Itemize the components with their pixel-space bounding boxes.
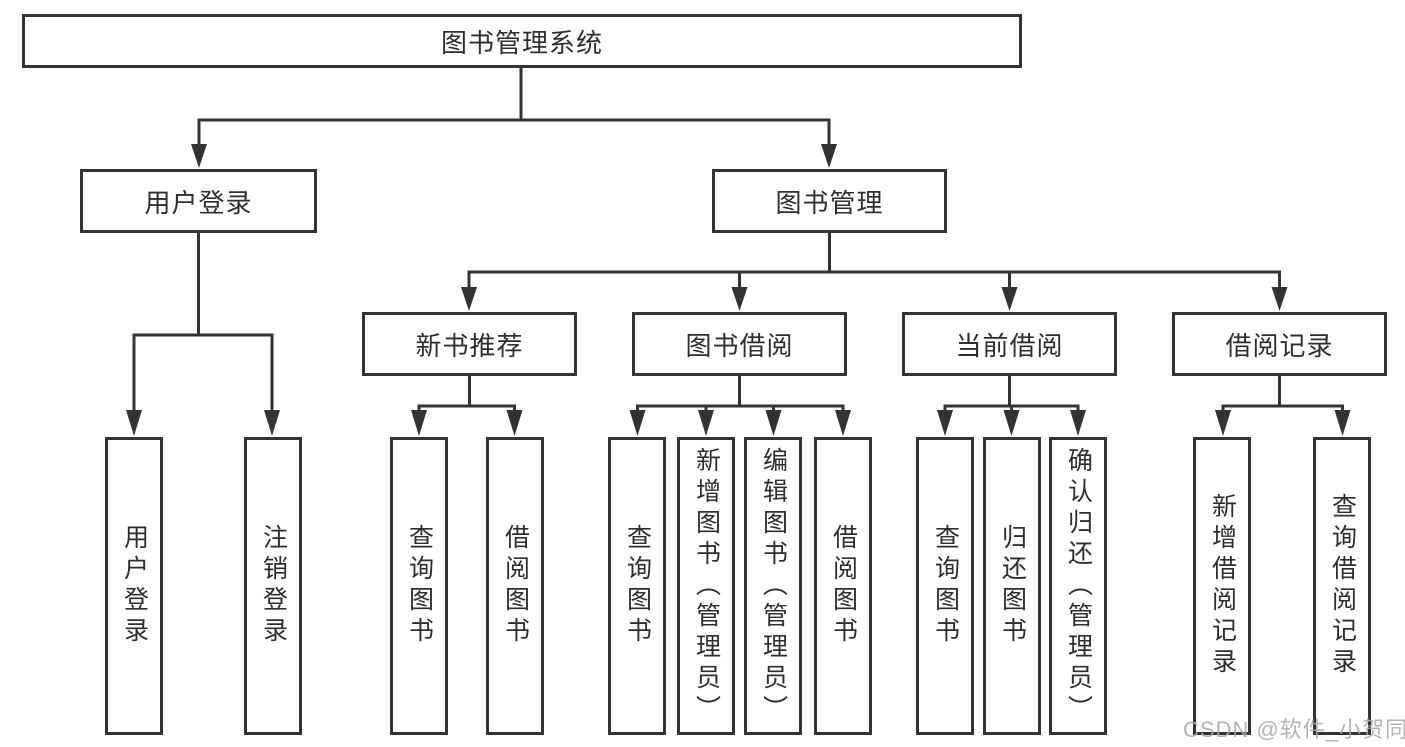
arrowhead: [461, 287, 477, 311]
node-book-management-module: 图书管理: [712, 169, 947, 233]
node-label: 图书管理: [775, 187, 884, 218]
arrowhead: [1271, 287, 1288, 311]
leaf-add-books-admin: 新增图书（管理员）: [677, 437, 735, 735]
leaf-logout: 注销登录: [244, 437, 302, 735]
leaf-borrow-books-recommend: 借阅图书: [486, 437, 544, 735]
node-current-borrowing: 当前借阅: [902, 312, 1117, 376]
node-label: 新书推荐: [415, 330, 524, 361]
connector-root-to-level2: [197, 68, 831, 146]
arrowhead: [1215, 410, 1231, 436]
node-label: 当前借阅: [955, 330, 1064, 361]
leaf-borrow-books: 借阅图书: [814, 437, 872, 735]
leaf-user-login: 用户登录: [105, 437, 163, 735]
csdn-watermark: CSDN @软件_小贺同学: [1183, 717, 1405, 742]
node-label: 查询借阅记录: [1328, 493, 1357, 679]
leaf-confirm-return-admin: 确认归还（管理员）: [1049, 437, 1107, 735]
leaf-edit-books-admin: 编辑图书（管理员）: [744, 437, 802, 735]
arrowhead: [629, 410, 646, 436]
node-label: 新增借阅记录: [1208, 493, 1237, 679]
node-label: 查询图书: [623, 524, 652, 648]
connector-book-management-children: [467, 233, 1281, 289]
arrowhead: [264, 410, 280, 436]
node-label: 图书借阅: [685, 330, 794, 361]
node-label: 用户登录: [120, 524, 149, 648]
arrowhead: [411, 410, 427, 436]
node-label: 借阅图书: [501, 524, 530, 648]
node-label: 新增图书（管理员）: [692, 446, 721, 726]
node-label: 归还图书: [998, 524, 1027, 648]
connector-book-borrow-children: [636, 376, 845, 412]
connector-new-book-children: [417, 376, 516, 412]
leaf-query-borrow-record: 查询借阅记录: [1313, 437, 1371, 735]
arrowhead: [821, 144, 837, 168]
arrowhead: [731, 287, 748, 311]
connector-current-borrow-children: [943, 376, 1080, 412]
connector-user-login-children: [132, 233, 274, 412]
node-label: 注销登录: [259, 524, 288, 648]
arrowhead: [1003, 410, 1020, 436]
leaf-return-books: 归还图书: [983, 437, 1041, 735]
arrowhead: [698, 410, 714, 436]
arrowhead: [765, 410, 782, 436]
node-borrowing-records: 借阅记录: [1172, 312, 1387, 376]
arrowhead: [126, 410, 142, 436]
arrowhead: [1334, 410, 1351, 436]
node-user-login-module: 用户登录: [80, 169, 317, 233]
arrowhead: [835, 410, 851, 436]
connector-borrow-records-children: [1221, 376, 1344, 412]
node-label: 查询图书: [405, 524, 434, 648]
leaf-query-books-current: 查询图书: [916, 437, 974, 735]
node-label: 确认归还（管理员）: [1064, 446, 1093, 726]
node-new-book-recommendation: 新书推荐: [362, 312, 577, 376]
arrowhead: [1001, 287, 1018, 311]
arrowhead: [1070, 410, 1086, 436]
leaf-query-books-recommend: 查询图书: [390, 437, 448, 735]
leaf-query-books-borrowing: 查询图书: [608, 437, 666, 735]
node-book-borrowing: 图书借阅: [632, 312, 847, 376]
node-label: 借阅记录: [1225, 330, 1334, 361]
node-label: 图书管理系统: [440, 27, 603, 58]
node-library-management-system: 图书管理系统: [22, 14, 1022, 68]
node-label: 借阅图书: [829, 524, 858, 648]
arrowhead: [937, 410, 953, 436]
node-label: 用户登录: [144, 187, 253, 218]
arrowhead: [506, 410, 523, 436]
node-label: 查询图书: [931, 524, 960, 648]
node-label: 编辑图书（管理员）: [759, 446, 788, 726]
arrowhead: [191, 144, 207, 168]
leaf-add-borrow-record: 新增借阅记录: [1193, 437, 1251, 735]
